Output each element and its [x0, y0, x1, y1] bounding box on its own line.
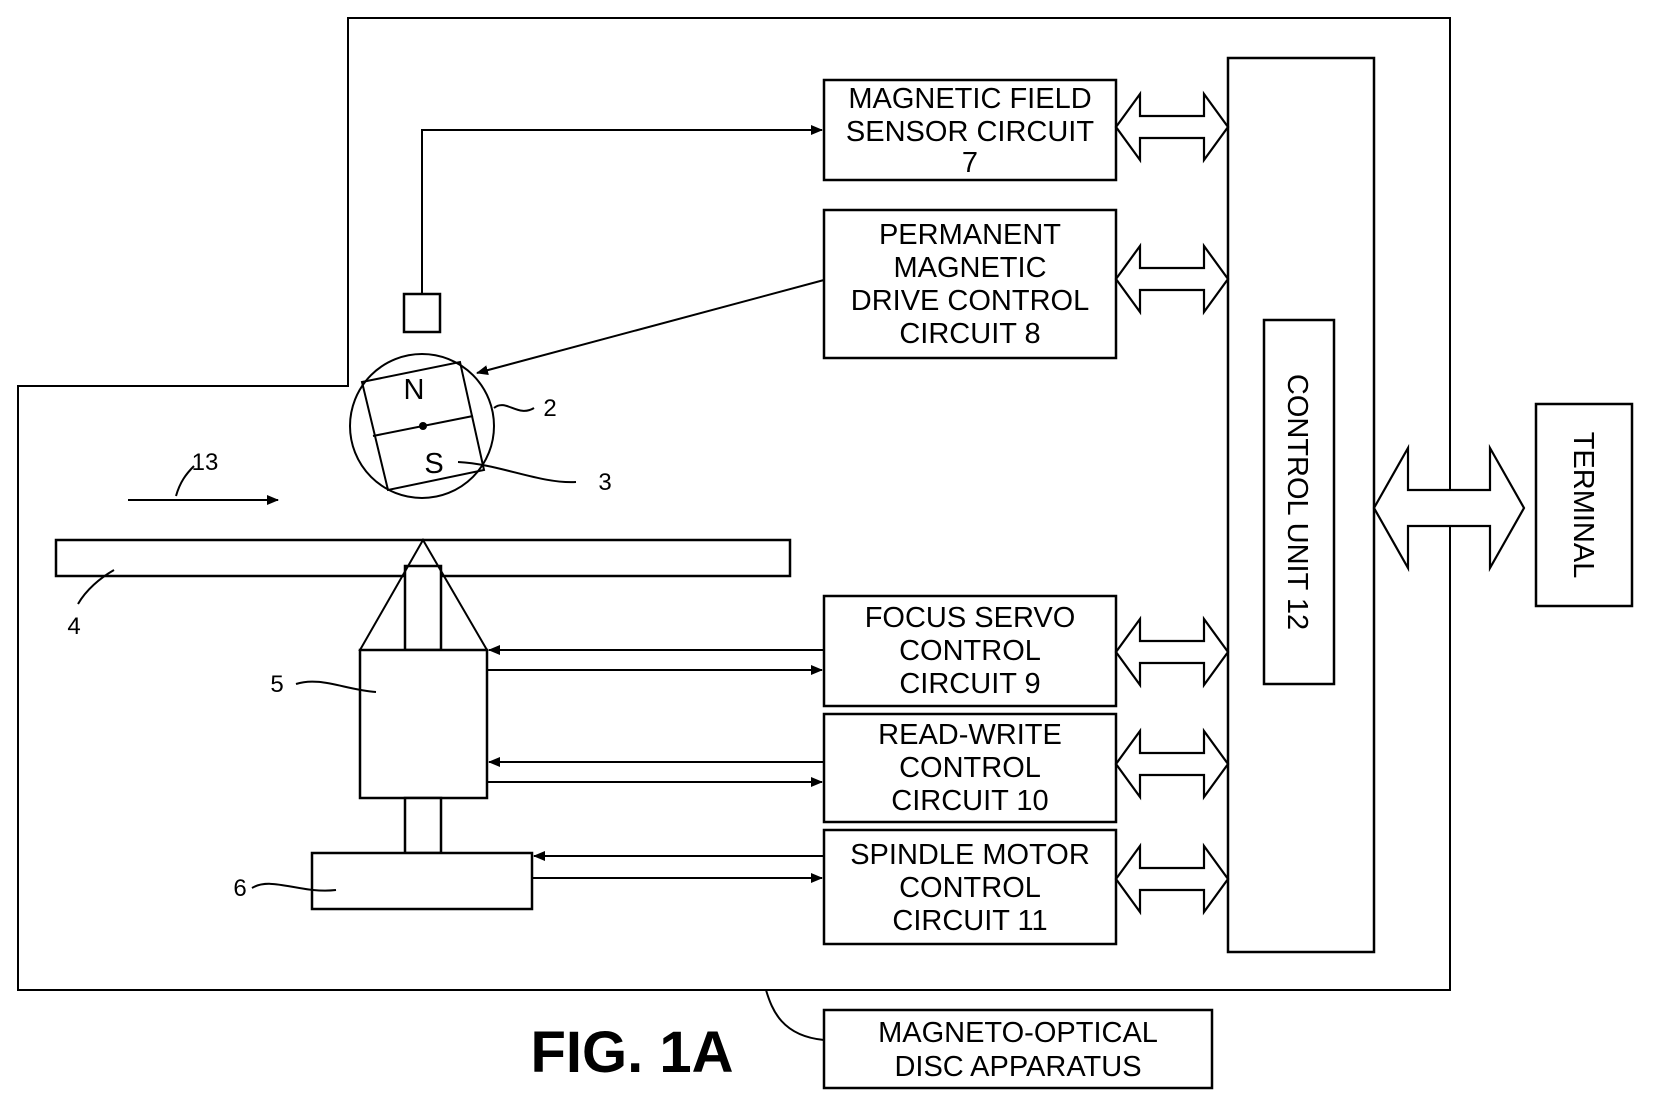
numeral-13: 13: [192, 449, 219, 476]
numeral-4: 4: [67, 613, 80, 640]
magnetic-field-sensor-circuit-block: MAGNETIC FIELD SENSOR CIRCUIT 7: [824, 80, 1116, 180]
read-write-label-line1: READ-WRITE: [878, 719, 1062, 751]
magnetic-sensor-element: [404, 294, 440, 332]
spindle-motor-label-line3: CIRCUIT 11: [892, 905, 1047, 937]
numeral-2: 2: [543, 395, 556, 422]
magnetic-field-sensor-label-line2: SENSOR CIRCUIT: [846, 116, 1094, 148]
north-pole-label: N: [404, 374, 425, 406]
bus-arrow-drive: [1116, 246, 1228, 312]
magnet-assembly: N S: [350, 354, 494, 498]
numeral-6: 6: [233, 875, 246, 902]
read-write-control-block: READ-WRITE CONTROL CIRCUIT 10: [824, 714, 1116, 822]
control-unit-label: CONTROL UNIT 12: [1281, 374, 1313, 630]
focus-servo-label-line1: FOCUS SERVO: [865, 602, 1076, 634]
focus-servo-label-line2: CONTROL: [899, 635, 1041, 667]
south-pole-label: S: [424, 448, 443, 480]
numeral-5: 5: [270, 671, 283, 698]
magnetic-field-sensor-label-line1: MAGNETIC FIELD: [848, 83, 1091, 115]
lower-shaft: [405, 798, 441, 853]
focus-servo-label-line3: CIRCUIT 9: [899, 668, 1040, 700]
spindle-motor-label-line1: SPINDLE MOTOR: [850, 839, 1090, 871]
spindle-motor: [312, 853, 532, 909]
focus-servo-control-block: FOCUS SERVO CONTROL CIRCUIT 9: [824, 596, 1116, 706]
permanent-magnetic-drive-label-line4: CIRCUIT 8: [899, 318, 1040, 350]
read-write-label-line3: CIRCUIT 10: [891, 785, 1048, 817]
read-write-label-line2: CONTROL: [899, 752, 1041, 784]
terminal-label: TERMINAL: [1567, 432, 1599, 579]
spindle-motor-label-line2: CONTROL: [899, 872, 1041, 904]
permanent-magnetic-drive-label-line3: DRIVE CONTROL: [851, 285, 1089, 317]
spindle-motor-control-block: SPINDLE MOTOR CONTROL CIRCUIT 11: [824, 830, 1116, 944]
numeral-3: 3: [598, 469, 611, 496]
upper-shaft: [405, 566, 441, 650]
terminal-block: TERMINAL: [1536, 404, 1632, 606]
apparatus-label-line1: MAGNETO-OPTICAL: [878, 1017, 1158, 1049]
sensor-signal-line: [422, 130, 822, 294]
optical-head: [360, 650, 487, 798]
leader-2: [494, 405, 534, 411]
apparatus-leader: [766, 990, 824, 1040]
magnetic-field-sensor-label-line3: 7: [962, 147, 978, 179]
permanent-magnetic-drive-control-block: PERMANENT MAGNETIC DRIVE CONTROL CIRCUIT…: [824, 210, 1116, 358]
permanent-magnetic-drive-label-line1: PERMANENT: [879, 219, 1061, 251]
bus-arrow-read-write: [1116, 731, 1228, 797]
drive-to-magnet-arrow: [477, 280, 824, 373]
bus-arrow-focus: [1116, 619, 1228, 685]
apparatus-label-line2: DISC APPARATUS: [894, 1051, 1141, 1083]
control-unit-block: CONTROL UNIT 12: [1228, 58, 1374, 952]
bus-arrow-sensor: [1116, 94, 1228, 160]
figure-title: FIG. 1A: [530, 1020, 733, 1085]
bus-arrow-spindle: [1116, 846, 1228, 912]
permanent-magnetic-drive-label-line2: MAGNETIC: [893, 252, 1046, 284]
